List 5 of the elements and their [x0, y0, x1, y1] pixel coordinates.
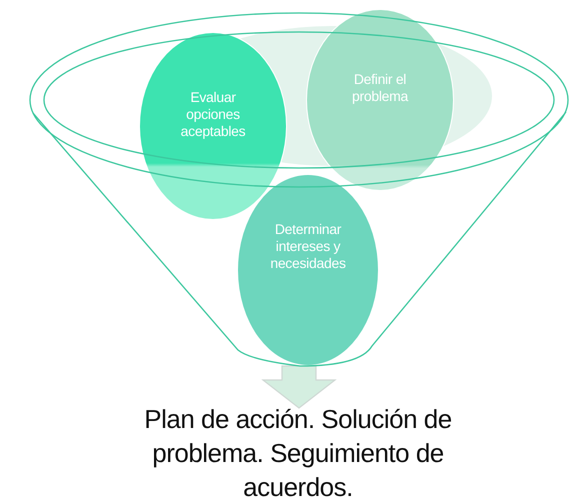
- result-text: Plan de acción. Solución de problema. Seguimiento de acuerdos.: [144, 404, 452, 499]
- circle-label: Definir el problema: [351, 71, 410, 105]
- circle-label: Determinar intereses y necesidades: [269, 221, 347, 272]
- block-arrow: [261, 365, 337, 409]
- circle-label: Evaluar opciones aceptables: [180, 88, 246, 140]
